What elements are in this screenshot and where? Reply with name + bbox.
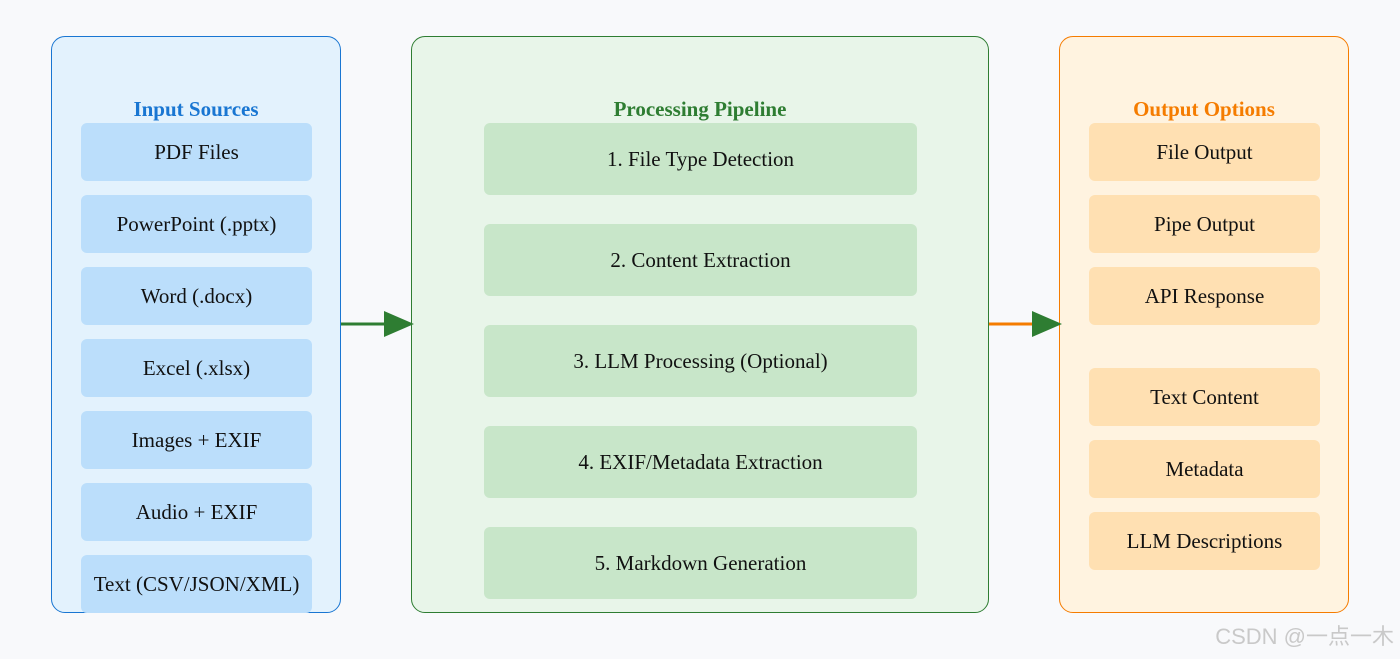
output-item-api: API Response — [1089, 267, 1320, 325]
arrow-pipeline-to-output — [989, 311, 1062, 337]
watermark: CSDN @一点一木 — [1215, 624, 1394, 649]
input-sources-title: Input Sources — [133, 97, 259, 121]
pipeline-step-4: 4. EXIF/Metadata Extraction — [484, 426, 917, 498]
arrow-input-to-pipeline — [341, 311, 414, 337]
pipeline-step-1: 1. File Type Detection — [484, 123, 917, 195]
output-item-file: File Output — [1089, 123, 1320, 181]
pipeline-step-2: 2. Content Extraction — [484, 224, 917, 296]
output-item-metadata: Metadata — [1089, 440, 1320, 498]
input-item-audio: Audio + EXIF — [81, 483, 312, 541]
input-item-xlsx: Excel (.xlsx) — [81, 339, 312, 397]
input-item-images: Images + EXIF — [81, 411, 312, 469]
input-item-docx: Word (.docx) — [81, 267, 312, 325]
processing-pipeline-title: Processing Pipeline — [613, 97, 787, 121]
output-options-title: Output Options — [1133, 97, 1275, 121]
pipeline-step-5: 5. Markdown Generation — [484, 527, 917, 599]
output-item-llm-descriptions: LLM Descriptions — [1089, 512, 1320, 570]
output-options-panel: Output Options File Output Pipe Output A… — [1059, 36, 1349, 613]
output-item-text-content: Text Content — [1089, 368, 1320, 426]
input-item-text: Text (CSV/JSON/XML) — [81, 555, 312, 613]
processing-pipeline-panel: Processing Pipeline 1. File Type Detecti… — [411, 36, 989, 613]
input-sources-panel: Input Sources PDF Files PowerPoint (.ppt… — [51, 36, 341, 613]
input-item-pdf: PDF Files — [81, 123, 312, 181]
pipeline-step-3: 3. LLM Processing (Optional) — [484, 325, 917, 397]
output-item-pipe: Pipe Output — [1089, 195, 1320, 253]
input-item-pptx: PowerPoint (.pptx) — [81, 195, 312, 253]
